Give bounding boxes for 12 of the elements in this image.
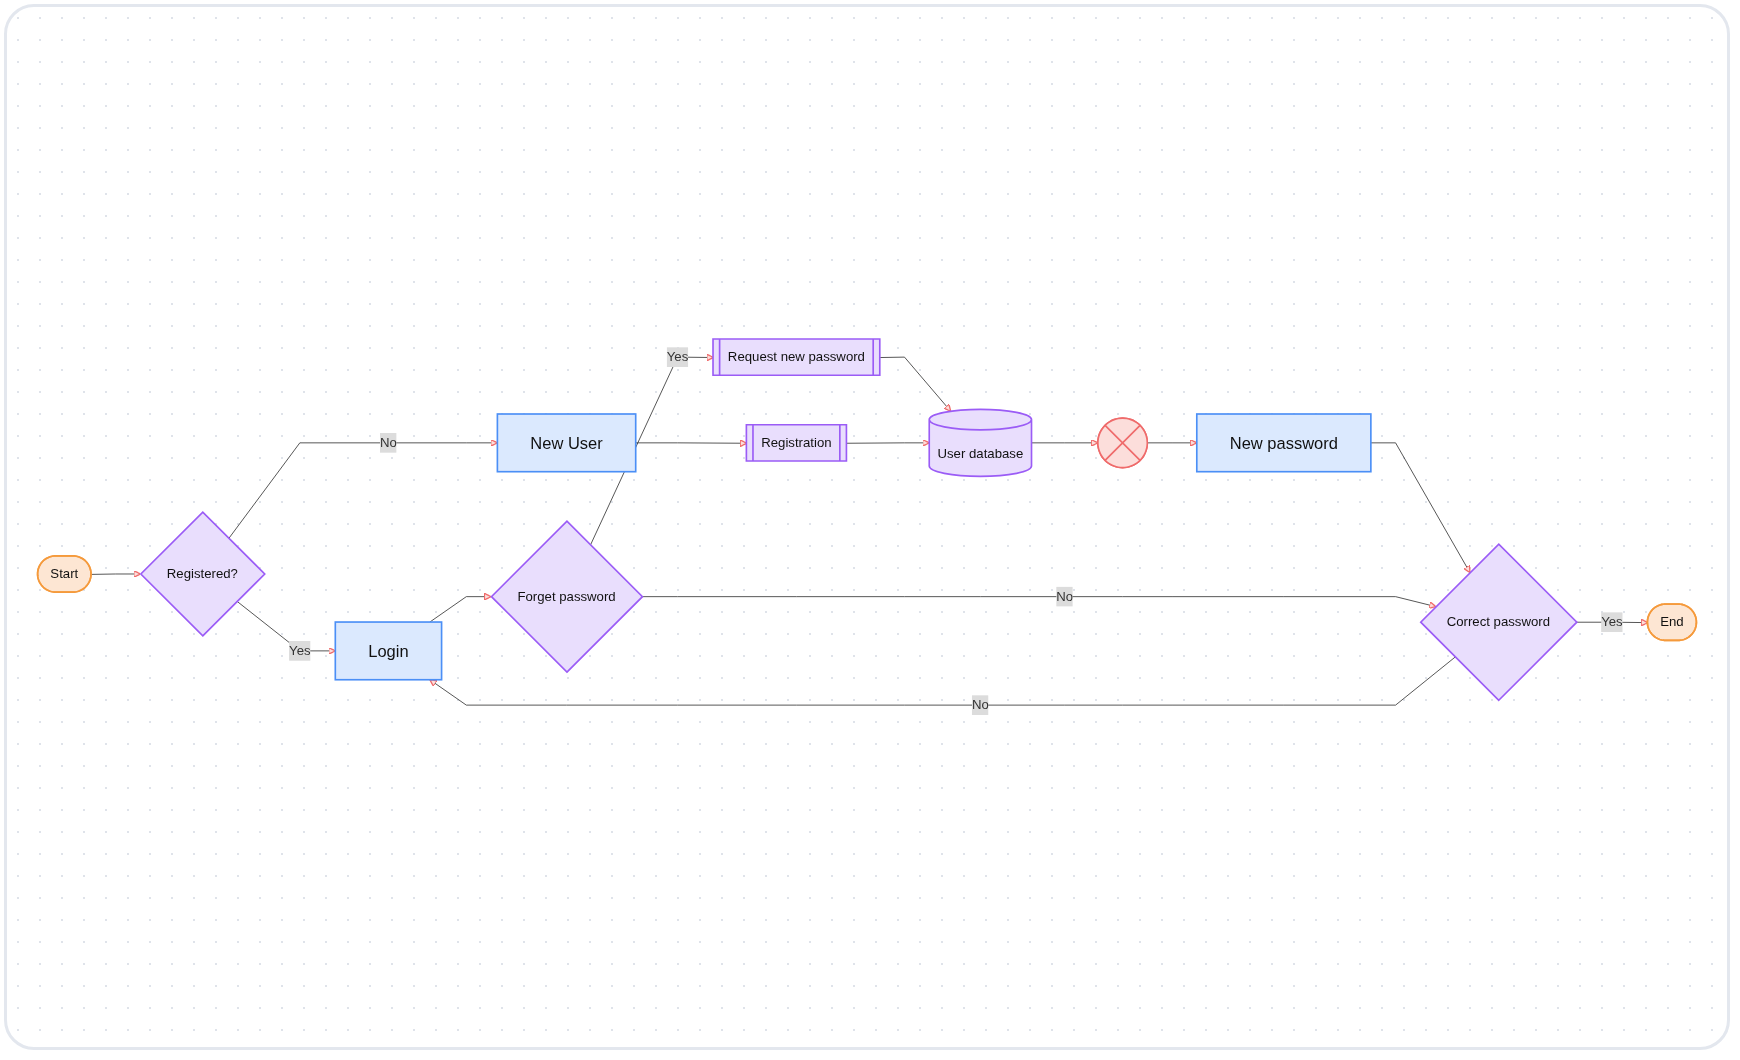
edge-label: Yes — [666, 349, 689, 364]
edge-label: Yes — [289, 643, 311, 658]
node-diamond: Forget password — [490, 520, 644, 674]
node-diamond: Registered? — [139, 510, 266, 638]
node-diamond: Correct password — [1419, 543, 1578, 702]
node-box: New User — [496, 413, 637, 473]
edge-label: No — [1056, 589, 1074, 604]
node-box: New password — [1195, 413, 1372, 473]
edge-label: Yes — [1601, 614, 1623, 629]
edge-label: No — [380, 435, 397, 450]
edge-label: No — [971, 697, 989, 712]
node-box: Login — [334, 621, 443, 681]
